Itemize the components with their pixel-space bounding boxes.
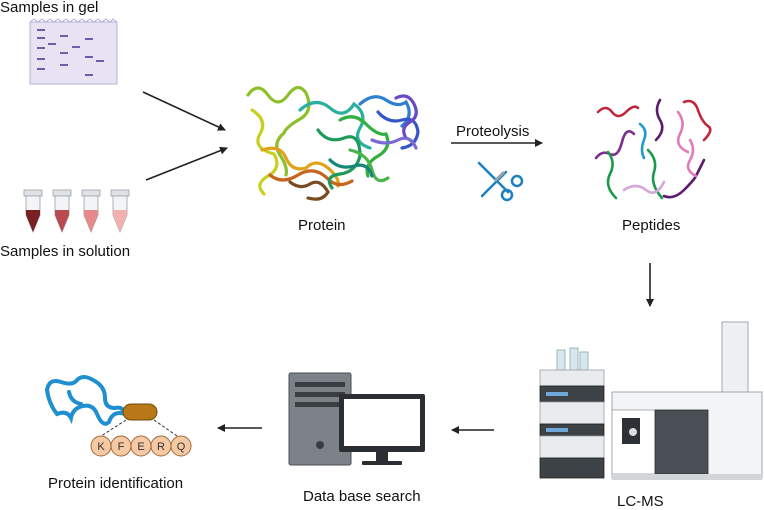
amino-acid-letter: F bbox=[118, 441, 125, 453]
amino-acid-bead: Q bbox=[170, 435, 192, 457]
peptide-strand bbox=[596, 105, 640, 118]
peptide-strand bbox=[654, 98, 664, 142]
samples-in-gel-label: Samples in gel bbox=[0, 0, 99, 16]
sample-tube bbox=[81, 189, 101, 234]
amino-acid-bead: F bbox=[110, 435, 132, 457]
peptides-label: Peptides bbox=[622, 217, 681, 234]
peptide-strand bbox=[686, 138, 698, 178]
amino-acid-bead: K bbox=[90, 435, 112, 457]
lc-ms-label: LC-MS bbox=[617, 493, 664, 510]
peptides-icon bbox=[594, 98, 712, 200]
amino-acid-bead: R bbox=[150, 435, 172, 457]
sample-tube bbox=[110, 189, 130, 234]
peptide-strand bbox=[606, 150, 618, 200]
samples-in-solution-label: Samples in solution bbox=[0, 243, 131, 260]
peptide-strand bbox=[682, 99, 712, 142]
arrow-solution-to-protein bbox=[145, 146, 228, 181]
amino-acid-letter: E bbox=[137, 441, 144, 453]
amino-acid-letter: R bbox=[157, 441, 165, 453]
arrow-gel-to-protein bbox=[142, 91, 226, 131]
database-search-label: Data base search bbox=[303, 488, 421, 505]
protein-identification-label: Protein identification bbox=[48, 475, 184, 492]
mass-spectrometer bbox=[611, 321, 763, 480]
protein-structure-icon bbox=[246, 85, 420, 201]
peptide-strand bbox=[676, 110, 690, 154]
hplc-stack bbox=[539, 347, 605, 479]
computer-icon bbox=[288, 372, 425, 466]
amino-acid-letter: Q bbox=[177, 441, 186, 453]
sample-tube bbox=[52, 189, 72, 234]
peptide-strand bbox=[662, 158, 706, 199]
sample-tubes bbox=[23, 189, 130, 234]
peptide-strand bbox=[594, 130, 636, 160]
sample-tube bbox=[23, 189, 43, 234]
amino-acid-letter: K bbox=[97, 441, 105, 453]
peptide-strand bbox=[622, 180, 666, 194]
protein-label: Protein bbox=[298, 217, 346, 234]
amino-acid-bead: E bbox=[130, 435, 152, 457]
scissors-icon bbox=[477, 161, 524, 202]
proteolysis-label: Proteolysis bbox=[456, 123, 530, 140]
gel-image bbox=[29, 18, 118, 85]
lc-ms-instrument-icon bbox=[539, 321, 763, 480]
peptide-strand bbox=[638, 122, 647, 160]
